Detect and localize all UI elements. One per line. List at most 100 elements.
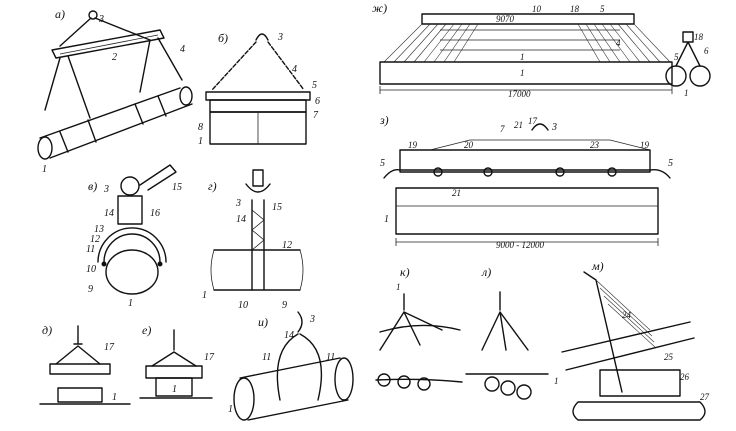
panel-b-hook <box>255 33 269 41</box>
panel-d-load <box>57 387 103 403</box>
panel-zh-sling-set <box>383 23 671 63</box>
panel-zh-side-block <box>682 31 694 43</box>
panel-k-load <box>375 324 463 383</box>
panel-v-num-4: 13 <box>94 224 104 235</box>
panel-g-num-1: 14 <box>236 214 246 225</box>
panel-v-letter: в) <box>88 179 97 193</box>
panel-a-num-2: 4 <box>180 44 185 55</box>
panel-z-num-3: 3 <box>551 122 557 133</box>
panel-z-num-7: 19 <box>640 140 650 150</box>
panel-m-cab <box>599 369 681 397</box>
panel-zh-num-0: 10 <box>532 4 542 14</box>
panel-b-clamps <box>209 99 307 113</box>
panel-v-ring <box>120 176 140 196</box>
panel-m-num-3: 26 <box>680 372 690 382</box>
panel-z-num-8: 5 <box>380 158 385 169</box>
panel-m-pipe <box>561 321 695 371</box>
panel-zh-letter: ж) <box>372 1 387 15</box>
panel-i-pipe <box>239 357 349 421</box>
panel-i-num-0: 3 <box>309 314 315 325</box>
panel-v-num-3: 16 <box>150 208 160 219</box>
panel-d-num-0: 17 <box>104 342 115 353</box>
panel-a-lower-slings <box>44 37 183 119</box>
panel-k-multi-grip: к) 1 <box>375 265 463 391</box>
panel-e-letter: е) <box>142 323 151 337</box>
panel-a-grip-bands <box>59 95 167 153</box>
panel-a-pipe-body <box>39 87 193 159</box>
panel-k-letter: к) <box>400 265 410 279</box>
panel-a-num-3: 1 <box>42 164 47 175</box>
panel-a-upper-slings <box>59 17 151 47</box>
panel-z-letter: з) <box>379 113 389 127</box>
panel-d-letter: д) <box>42 323 52 337</box>
panel-z-num-11: 1 <box>384 214 389 225</box>
panel-m-cables <box>595 279 657 349</box>
panel-d-num-1: 1 <box>112 392 117 403</box>
panel-b-num-5: 8 <box>198 122 203 133</box>
panel-a-traverse-pipe: а) 3 2 4 1 <box>37 7 193 175</box>
panel-b-beam <box>205 91 311 101</box>
panel-i-num-2: 11 <box>262 352 271 363</box>
panel-g-letter: г) <box>208 179 217 193</box>
panel-m-num-1: 25 <box>664 352 674 362</box>
panel-i-letter: и) <box>258 315 268 329</box>
panel-zh-num-6: 6 <box>704 46 709 56</box>
panel-d-hook <box>73 325 83 345</box>
panel-z-num-2: 17 <box>528 116 538 126</box>
panel-g-chain <box>251 199 265 291</box>
panel-g-pipe <box>213 249 301 291</box>
panel-zh-top-beam <box>421 13 635 25</box>
panel-l-roller-grip: л) <box>465 265 549 400</box>
panel-b-num-6: 1 <box>198 136 203 147</box>
panel-e-num-0: 17 <box>204 352 215 363</box>
panel-z-num-5: 19 <box>408 140 418 150</box>
panel-zh-dim-1: 17000 <box>508 89 531 99</box>
panel-v-num-7: 10 <box>86 264 96 275</box>
panel-zh-side-coil-left <box>665 65 687 87</box>
panel-v-lever <box>139 164 177 191</box>
panel-zh-side-coil-right <box>689 65 711 87</box>
panel-g-num-0: 3 <box>235 198 241 209</box>
panel-v-num-8: 9 <box>88 284 93 295</box>
panel-b-letter: б) <box>218 31 228 45</box>
panel-z-hook <box>531 123 549 131</box>
panel-b-num-2: 5 <box>312 80 317 91</box>
panel-z-num-4: 20 <box>464 140 474 150</box>
panel-z-dim-0: 9000 - 12000 <box>496 240 544 250</box>
panel-i-hook <box>297 311 303 333</box>
panel-z-load <box>395 187 659 235</box>
panel-v-num-1: 15 <box>172 182 182 193</box>
panel-i-pipe-tongs: и) 3 14 11 11 1 <box>228 311 354 421</box>
panel-a-hook-ring <box>88 10 98 20</box>
panel-zh-dim-0: 9070 <box>496 14 515 24</box>
panel-b-sheet-grab: б) 3 4 5 6 7 8 1 <box>198 31 320 147</box>
panel-v-num-2: 14 <box>104 208 114 219</box>
panel-m-track <box>572 401 706 421</box>
panel-g-num-4: 1 <box>202 290 207 301</box>
panel-k-num-0: 1 <box>396 282 401 292</box>
panel-zh-num-1: 18 <box>570 4 580 14</box>
panel-a-num-0: 3 <box>98 14 104 25</box>
panel-g-hook-fork <box>245 183 271 193</box>
panel-zh-long-traverse: ж) 9070 10 18 5 4 1 1 17000 5 18 6 1 <box>372 1 711 99</box>
panel-z-num-6: 23 <box>590 140 600 150</box>
panel-v-num-0: 3 <box>103 184 109 195</box>
panel-v-num-6: 11 <box>86 244 95 255</box>
panel-zh-num-8: 1 <box>520 68 525 78</box>
panel-l-letter: л) <box>481 265 491 279</box>
panel-i-num-3: 11 <box>326 352 335 363</box>
panel-zh-num-4: 5 <box>674 52 679 62</box>
panel-b-num-4: 7 <box>313 110 319 121</box>
panel-z-beam-grab: з) 7 21 17 3 20 19 23 19 5 5 21 1 9000 -… <box>379 113 673 250</box>
panel-b-num-3: 6 <box>315 96 320 107</box>
panel-i-num-4: 1 <box>228 404 233 415</box>
panel-a-num-1: 2 <box>112 52 117 63</box>
panel-m-num-4: 27 <box>700 392 710 402</box>
panel-a-traverse-beam <box>51 29 165 59</box>
panel-z-num-10: 21 <box>452 188 461 198</box>
panel-e-clamped-grab: е) 17 1 <box>139 323 215 399</box>
panel-m-num-2: 1 <box>554 376 559 386</box>
panel-zh-num-2: 5 <box>600 4 605 14</box>
panel-zh-num-7: 1 <box>520 52 525 62</box>
